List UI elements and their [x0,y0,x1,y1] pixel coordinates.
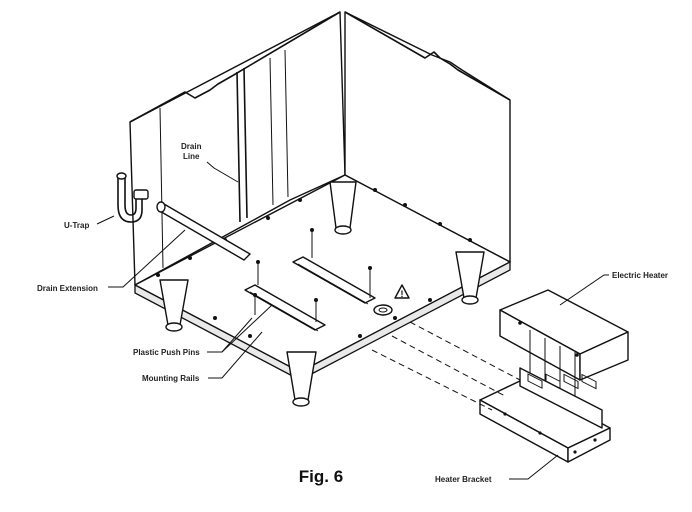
mounting-rail-left [244,284,326,332]
label-drain-line-1: Drain [181,142,202,151]
alignment-lines [371,321,521,411]
label-heater-bracket: Heater Bracket [435,475,492,484]
svg-text:!: ! [401,289,404,299]
drain-extension-pipe [156,201,251,261]
label-electric-heater: Electric Heater [612,271,668,280]
mounting-rail-right [292,256,376,305]
label-mounting-rails: Mounting Rails [142,374,200,383]
heater-bracket [479,367,611,463]
figure-caption: Fig. 6 [299,467,343,486]
warning-icon: ! [394,284,410,299]
electric-heater [499,289,629,415]
plastic-push-pins [253,228,372,322]
label-u-trap: U-Trap [64,221,89,230]
label-drain-extension: Drain Extension [37,284,98,293]
leg-front [286,351,317,407]
leg-left [159,279,189,332]
label-drain-line-2: Line [183,152,200,161]
drain-outlet [373,304,393,316]
leg-back [329,181,357,235]
u-trap [116,172,149,223]
label-plastic-push-pins: Plastic Push Pins [133,348,200,357]
leg-right [455,251,485,305]
leader-lines [96,161,609,480]
